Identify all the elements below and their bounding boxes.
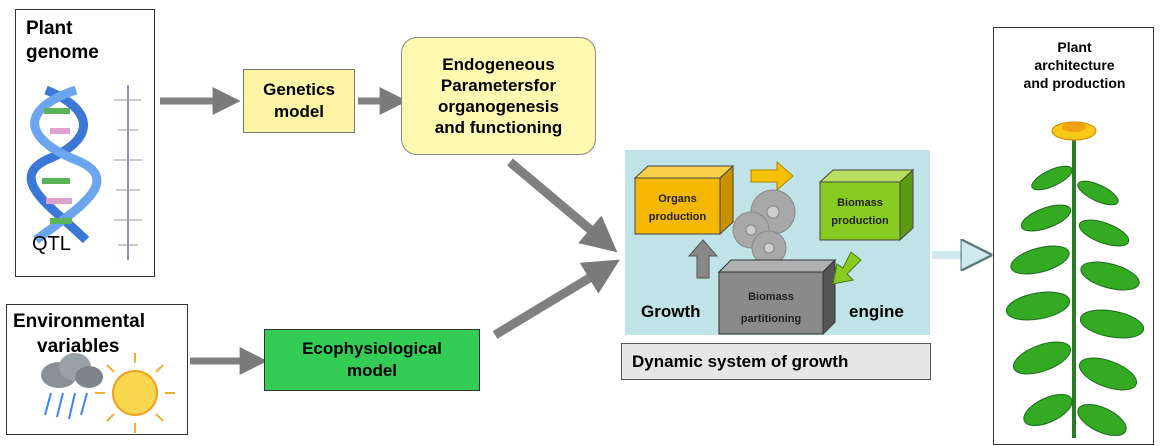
plant-output-title: Plant architecture and production <box>994 38 1155 92</box>
sun-icon <box>95 353 175 433</box>
arrow-endogeneous-to-engine <box>507 158 618 253</box>
endogeneous-line2: Parametersfor <box>440 76 557 95</box>
endogeneous-parameters-box: Endogeneous Parametersfor organogenesis … <box>401 37 596 155</box>
environment-title-line2: variables <box>37 336 120 357</box>
engine-label: engine <box>849 302 904 321</box>
environment-title-line1: Environmental <box>13 311 145 332</box>
organs-line1: Organs <box>658 193 697 205</box>
plant-genome-panel: Plant genome QTL <box>15 9 155 277</box>
eco-line1: Ecophysiological <box>302 339 442 358</box>
endogeneous-line1: Endogeneous <box>442 55 555 74</box>
biomass-label: Biomass production <box>820 194 900 230</box>
organs-production-block <box>633 164 735 236</box>
ecophysiological-model-box: Ecophysiological model <box>264 329 480 391</box>
genome-title-line1: Plant <box>26 18 73 39</box>
genome-title-line2: genome <box>26 42 99 63</box>
partition-label: Biomass partitioning <box>719 286 823 330</box>
dynamic-caption-text: Dynamic system of growth <box>632 351 849 371</box>
plant-architecture-panel: Plant architecture and production <box>993 27 1154 445</box>
rain-cloud-icon <box>41 353 103 420</box>
biomass-partitioning-block <box>717 258 837 335</box>
genetics-model-box: Genetics model <box>243 69 355 133</box>
genetics-line1: Genetics <box>263 80 335 99</box>
biomass-line1: Biomass <box>837 197 883 209</box>
organs-label: Organs production <box>635 190 720 226</box>
arrow-biomass-to-partition <box>832 251 862 285</box>
arrow-organs-to-biomass <box>750 160 794 192</box>
endogeneous-line3: organogenesis <box>438 97 559 116</box>
arrow-partition-to-organs <box>687 239 719 279</box>
biomass-production-block <box>818 168 915 242</box>
weather-icons <box>41 353 175 433</box>
genetics-line2: model <box>273 102 325 121</box>
engine-graphics <box>633 160 915 335</box>
output-line2: architecture <box>1034 57 1115 73</box>
dna-helix-image <box>26 85 142 260</box>
sunflower-plant-image <box>1005 121 1145 438</box>
output-line1: Plant <box>1057 39 1092 55</box>
output-line3: and production <box>1023 75 1126 91</box>
gears-icon <box>732 189 796 266</box>
arrow-eco-to-engine <box>492 259 620 339</box>
partition-line1: Biomass <box>748 291 794 303</box>
dynamic-system-caption: Dynamic system of growth <box>621 343 931 380</box>
growth-label: Growth <box>641 302 701 321</box>
organs-line2: production <box>648 211 707 223</box>
partition-line2: partitioning <box>740 313 802 325</box>
biomass-line2: production <box>831 215 889 227</box>
eco-line2: model <box>346 361 398 380</box>
environmental-variables-panel: Environmental variables <box>6 304 188 435</box>
qtl-label: QTL <box>32 233 71 255</box>
growth-engine-panel: Organs production Biomass production Bio… <box>625 150 930 335</box>
endogeneous-line4: and functioning <box>434 118 563 137</box>
